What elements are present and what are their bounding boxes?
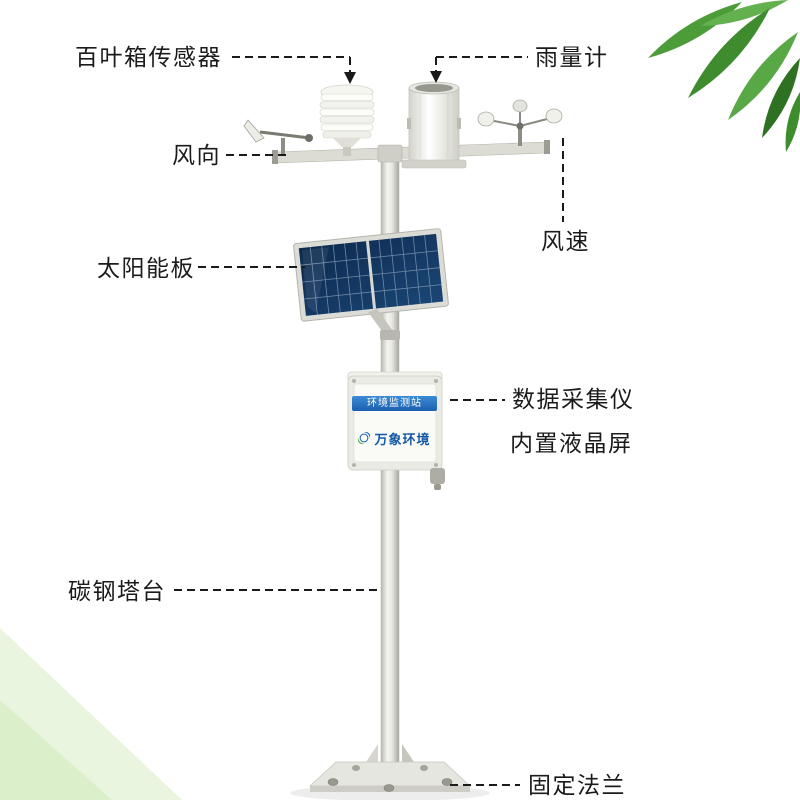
corner-green-triangle bbox=[0, 628, 182, 800]
label-solar-panel: 太阳能板 bbox=[97, 255, 195, 281]
rain-gauge-sensor bbox=[401, 81, 467, 169]
base-flange bbox=[308, 744, 472, 792]
brand-text: 万象环境 bbox=[374, 431, 431, 447]
enclosure-brand: 万象环境 bbox=[348, 428, 440, 448]
brand-swirl-icon bbox=[358, 431, 371, 445]
leader-arrowheads bbox=[344, 71, 442, 84]
wind-vane-sensor bbox=[243, 119, 313, 155]
label-rain-gauge: 雨量计 bbox=[535, 44, 609, 70]
anemometer-sensor bbox=[477, 99, 563, 146]
label-tower: 碳钢塔台 bbox=[68, 578, 166, 604]
enclosure-header-text: 环境监测站 bbox=[352, 396, 437, 411]
label-wind-direction: 风向 bbox=[172, 142, 221, 168]
label-lcd-screen: 内置液晶屏 bbox=[510, 430, 633, 456]
leader-lines bbox=[174, 56, 564, 786]
label-flange: 固定法兰 bbox=[528, 772, 626, 798]
solar-panel-bracket bbox=[368, 309, 400, 340]
label-louver-sensor: 百叶箱传感器 bbox=[75, 44, 222, 70]
louver-shield-sensor bbox=[319, 84, 375, 156]
arrow-rain bbox=[430, 71, 442, 83]
solar-panel bbox=[293, 228, 449, 322]
arrow-louver bbox=[344, 72, 356, 84]
label-data-logger: 数据采集仪 bbox=[512, 386, 635, 412]
label-wind-speed: 风速 bbox=[541, 228, 590, 254]
leaves-decoration bbox=[648, 0, 800, 152]
